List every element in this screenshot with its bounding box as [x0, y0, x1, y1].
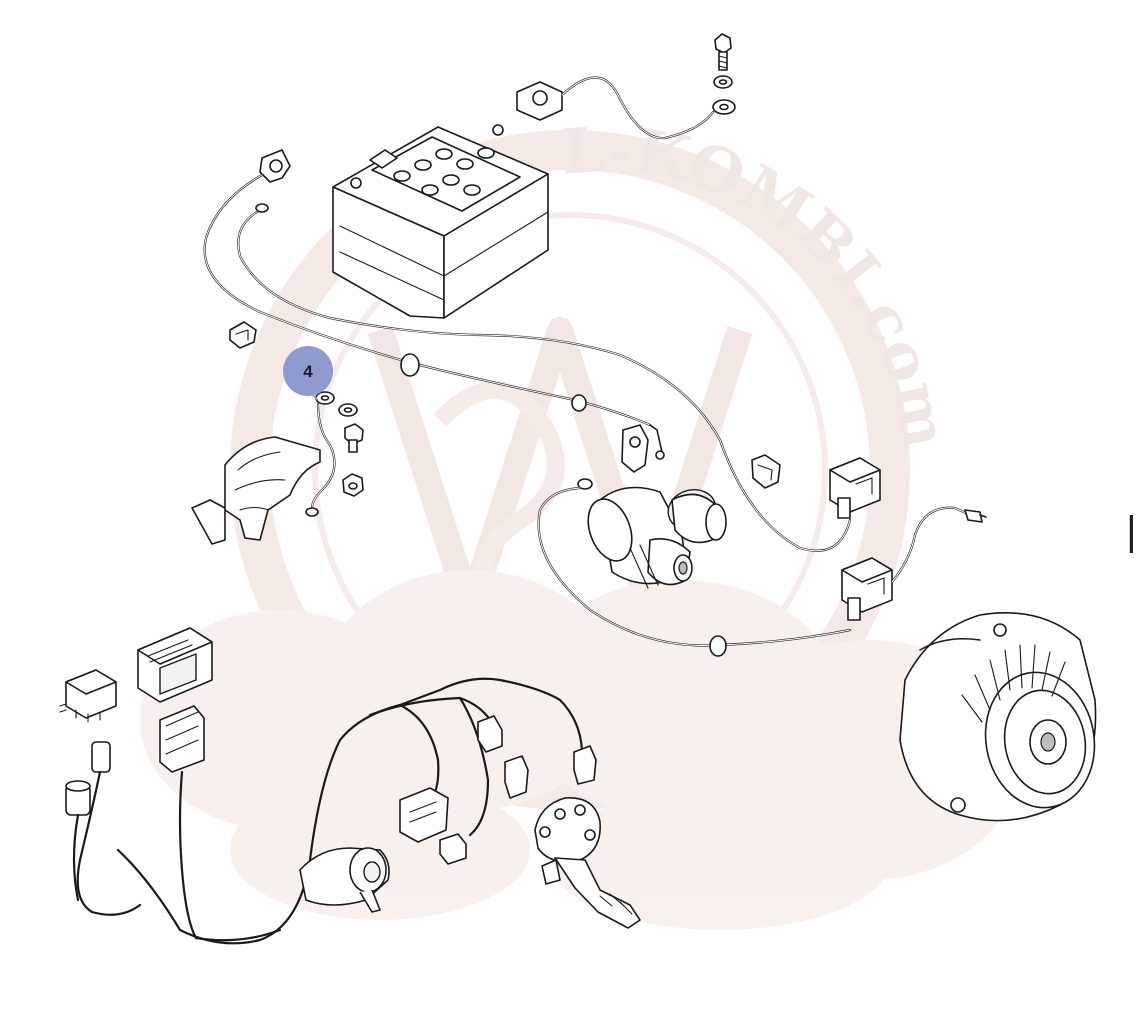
control-unit — [137, 627, 213, 703]
watermark-text: L-KOMBI.com — [559, 113, 962, 454]
callout-4-label: 4 — [303, 362, 313, 381]
washers-and-bolt — [338, 403, 364, 497]
connector-housing-lower — [841, 557, 893, 621]
sensor-wire — [890, 506, 987, 584]
battery — [332, 124, 549, 319]
watermark-text-path: L-KOMBI.com — [559, 113, 962, 454]
harness-plugs — [65, 705, 205, 816]
starter-terminal — [621, 424, 665, 473]
alternator — [899, 612, 1097, 822]
callout-4[interactable]: 4 — [283, 346, 333, 401]
relay-box — [59, 669, 117, 723]
distributor — [534, 797, 641, 929]
battery-cable-negative — [237, 203, 852, 552]
mounting-clip — [229, 321, 257, 349]
battery-cable-positive — [203, 149, 652, 427]
callout-4-badge[interactable] — [283, 346, 333, 396]
connector-housing-upper — [829, 457, 881, 519]
ignition-coil — [299, 847, 390, 913]
ground-strap — [516, 76, 736, 140]
edge-glyph: ▏ — [1129, 514, 1137, 553]
main-harness — [72, 677, 584, 945]
starter-cable — [537, 478, 852, 657]
alternator-fins — [961, 644, 1066, 723]
bracket — [191, 436, 321, 545]
battery-cell-caps — [393, 147, 495, 196]
ground-lead-part-4[interactable] — [305, 391, 336, 517]
bolt-and-washer — [713, 33, 733, 89]
cable-clip — [751, 454, 781, 489]
connectors-middle — [399, 715, 597, 865]
starter-motor — [587, 486, 727, 589]
